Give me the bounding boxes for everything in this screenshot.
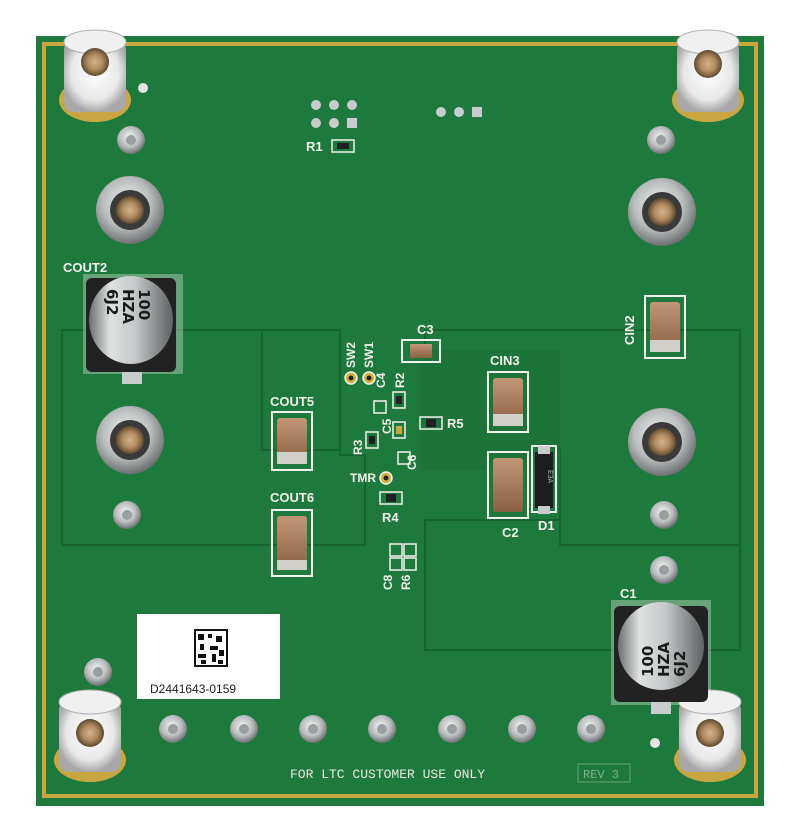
banana-jack-left-bottom (96, 406, 164, 474)
label-cin2: CIN2 (622, 315, 637, 345)
diode-d1 (531, 445, 557, 514)
small-vias (138, 83, 660, 748)
label-r5: R5 (447, 416, 464, 431)
customer-notice: FOR LTC CUSTOMER USE ONLY (290, 767, 485, 782)
small-smd-parts (365, 391, 443, 571)
ceramic-cap-cin3 (487, 371, 529, 433)
datamatrix-code (194, 629, 228, 667)
electrolytic-cap-cout2 (83, 274, 183, 384)
label-cout6: COUT6 (270, 490, 314, 505)
cout2-marking: 100 HZA 6J2 (103, 289, 153, 324)
label-c8: C8 (381, 574, 395, 590)
standoff-bottom-right (674, 689, 746, 782)
revision-box: REV 3 (577, 763, 631, 783)
silkscreen-labels: R1 C3 SW2 SW1 C4 R2 C5 R5 R3 C6 TMR R4 C… (63, 139, 637, 601)
label-c1: C1 (620, 586, 637, 601)
label-c4: C4 (374, 372, 388, 388)
header-pads-right (436, 107, 482, 117)
label-r4: R4 (382, 510, 399, 525)
diode-marking: E3A (546, 470, 553, 484)
label-r1: R1 (306, 139, 323, 154)
label-cout2: COUT2 (63, 260, 107, 275)
standoff-top-right (672, 29, 744, 122)
cout2-lot: 6J2 (103, 289, 121, 315)
label-d1: D1 (538, 518, 555, 533)
label-r6: R6 (399, 574, 413, 590)
ceramic-cap-cout5 (271, 411, 313, 471)
cout2-code: HZA (119, 289, 137, 324)
label-sw2: SW2 (344, 342, 358, 368)
label-c6: C6 (405, 454, 419, 470)
test-pads-gold (344, 371, 393, 485)
label-c2: C2 (502, 525, 519, 540)
banana-jack-left-top (96, 176, 164, 244)
ceramic-cap-cout6 (271, 509, 313, 577)
label-cin3: CIN3 (490, 353, 520, 368)
cout2-value: 100 (135, 289, 153, 320)
electrolytic-cap-c1 (611, 600, 711, 714)
label-r3: R3 (351, 439, 365, 455)
standoff-bottom-left (54, 689, 126, 782)
serial-number: D2441643-0159 (150, 682, 236, 696)
board-edge-plating (42, 42, 758, 798)
banana-jack-right-top (628, 178, 696, 246)
label-r2: R2 (393, 372, 407, 388)
standoff-top-left (59, 29, 131, 122)
label-c5: C5 (380, 418, 394, 434)
ceramic-cap-c3 (401, 339, 441, 363)
label-tmr: TMR (350, 471, 376, 485)
label-cout5: COUT5 (270, 394, 314, 409)
label-sw1: SW1 (362, 342, 376, 368)
turret-point-centers (93, 135, 669, 734)
label-c3: C3 (417, 322, 434, 337)
ceramic-cap-cin2 (644, 295, 686, 359)
r1-footprint (331, 139, 355, 153)
c1-value: 100 (639, 646, 657, 677)
header-pads-left (311, 100, 357, 128)
revision-label: REV 3 (583, 768, 619, 782)
banana-jack-right-bottom (628, 408, 696, 476)
c1-lot: 6J2 (671, 651, 689, 677)
barcode-sticker (137, 614, 280, 699)
ceramic-cap-c2 (487, 451, 529, 519)
c1-code: HZA (655, 642, 673, 677)
via-field (420, 350, 560, 470)
c1-marking: 100 HZA 6J2 (639, 642, 689, 677)
